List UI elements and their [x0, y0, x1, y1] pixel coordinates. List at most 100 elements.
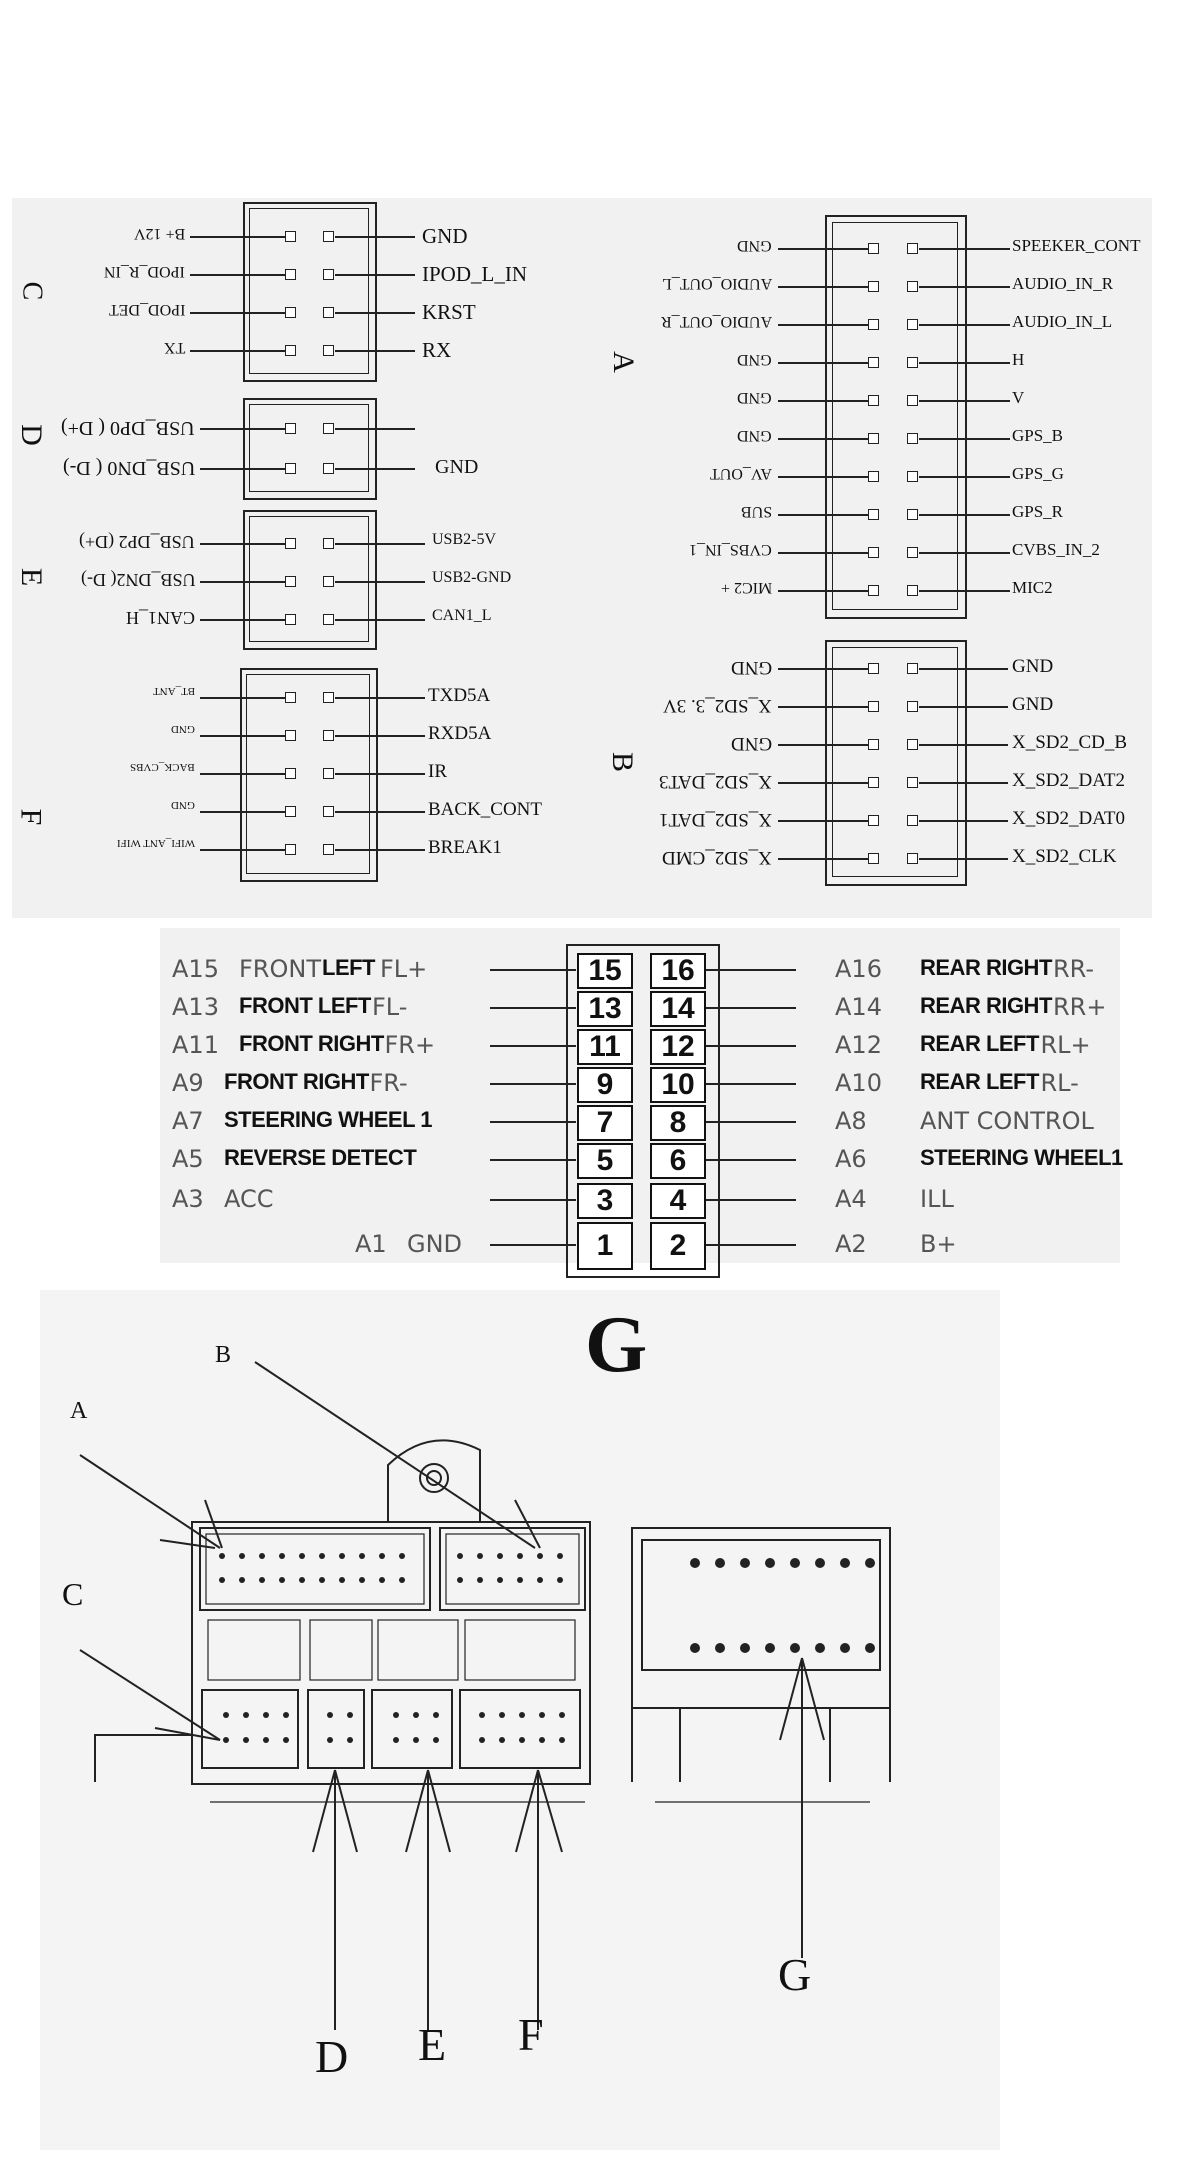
cavity-dot	[279, 1553, 285, 1559]
g-scan-panel	[160, 928, 1120, 1263]
g-wire-right	[706, 1159, 796, 1161]
cavity-dot	[413, 1737, 419, 1743]
g-pin-left: 9	[577, 1067, 633, 1103]
section_a-wire-left	[778, 286, 868, 288]
g-left-code: A7	[172, 1107, 204, 1135]
g-wire-left	[490, 1121, 576, 1123]
connector-b-inner	[832, 647, 958, 877]
section_a-pin-right	[907, 243, 918, 254]
section_d-wire-left	[200, 468, 285, 470]
section_a-pin-right	[907, 357, 918, 368]
g-right-name: REAR LEFT	[920, 1031, 1039, 1056]
section_d-wire-right	[335, 428, 415, 430]
g-wire-right	[706, 1045, 796, 1047]
bottom-scan-panel	[40, 1290, 1000, 2150]
g-right-tail: RR-	[1053, 955, 1095, 983]
section_a-wire-right	[919, 590, 1010, 592]
section_f-wire-right	[335, 773, 425, 775]
g-right-name: REAR LEFT	[920, 1069, 1039, 1094]
section_a-pin-left	[868, 471, 879, 482]
g-right-tail: RR+	[1053, 993, 1107, 1021]
section_a-right-label: V	[1012, 388, 1025, 407]
section_f-pin-left	[285, 806, 296, 817]
section_e-pin-left	[285, 614, 296, 625]
section_b-pin-left	[868, 853, 879, 864]
g-pin-right: 14	[650, 991, 706, 1027]
section_a-right-label: CVBS_IN_2	[1012, 540, 1100, 559]
cavity-dot	[559, 1712, 565, 1718]
section_a-wire-left	[778, 438, 868, 440]
cavity-dot	[477, 1553, 483, 1559]
cavity-dot	[840, 1558, 850, 1568]
section_b-pin-right	[907, 739, 918, 750]
section_a-wire-right	[919, 552, 1010, 554]
cavity-dot	[359, 1577, 365, 1583]
section_e-pin-left	[285, 538, 296, 549]
g-wire-left	[490, 1159, 576, 1161]
top-scan-panel	[12, 198, 1152, 918]
section_a-pin-left	[868, 433, 879, 444]
section_d-pin-left	[285, 463, 296, 474]
connector-c-inner	[249, 208, 369, 374]
section_d-pin-right	[323, 423, 334, 434]
section_f-wire-left	[200, 773, 285, 775]
section_a-wire-left	[778, 324, 868, 326]
cavity-dot	[715, 1558, 725, 1568]
view-label-a: A	[70, 1398, 88, 1424]
section_e-wire-left	[200, 543, 285, 545]
g-right-code: A14	[835, 993, 882, 1021]
g-right-code: A12	[835, 1031, 882, 1059]
section_f-wire-left	[200, 735, 285, 737]
section_a-right-label: AUDIO_IN_R	[1012, 274, 1114, 293]
section_c-pin-right	[323, 269, 334, 280]
cavity-dot	[327, 1737, 333, 1743]
section_a-pin-left	[868, 243, 879, 254]
section_a-pin-left	[868, 547, 879, 558]
g-wire-left	[490, 1199, 576, 1201]
cavity-dot	[319, 1577, 325, 1583]
cavity-dot	[457, 1553, 463, 1559]
cavity-dot	[559, 1737, 565, 1743]
section_e-wire-right	[335, 543, 425, 545]
g-right-code: A2	[835, 1230, 867, 1258]
section_c-pin-left	[285, 231, 296, 242]
section_b-pin-left	[868, 777, 879, 788]
section_b-wire-right	[919, 706, 1008, 708]
view-label-c: C	[62, 1576, 84, 1612]
g-left-text: GND	[407, 1230, 463, 1258]
cavity-dot	[519, 1712, 525, 1718]
section_a-pin-left	[868, 395, 879, 406]
g-left-code: A3	[172, 1185, 204, 1213]
section_a-wire-left	[778, 476, 868, 478]
cavity-dot	[263, 1737, 269, 1743]
cavity-dot	[715, 1643, 725, 1653]
cavity-dot	[497, 1553, 503, 1559]
section_b-wire-right	[919, 820, 1008, 822]
section_c-wire-right	[335, 236, 415, 238]
g-right-name: REAR RIGHT	[920, 993, 1052, 1018]
cavity-dot	[339, 1553, 345, 1559]
view-label-d: D	[315, 2031, 349, 2082]
g-left-code: A1	[355, 1230, 387, 1258]
cavity-dot	[339, 1577, 345, 1583]
section_a-right-label: SPEEKER_CONT	[1012, 236, 1141, 255]
g-right-tail: ILL	[920, 1185, 954, 1213]
g-right-name: REAR RIGHT	[920, 955, 1052, 980]
g-left-code: A11	[172, 1031, 219, 1059]
section_f-pin-right	[323, 730, 334, 741]
cavity-dot	[239, 1577, 245, 1583]
connector-d-inner	[249, 404, 369, 492]
g-wire-right	[706, 1244, 796, 1246]
section_e-wire-left	[200, 619, 285, 621]
cavity-dot	[865, 1558, 875, 1568]
cavity-dot	[433, 1712, 439, 1718]
section_a-wire-right	[919, 248, 1010, 250]
section_d-right-label: GND	[435, 456, 479, 478]
section_b-pin-left	[868, 701, 879, 712]
section_b-pin-right	[907, 663, 918, 674]
section_a-right-label: GPS_B	[1012, 426, 1064, 445]
g-right-tail: ANT CONTROL	[920, 1107, 1094, 1135]
section_a-wire-left	[778, 590, 868, 592]
section_f-pin-left	[285, 730, 296, 741]
